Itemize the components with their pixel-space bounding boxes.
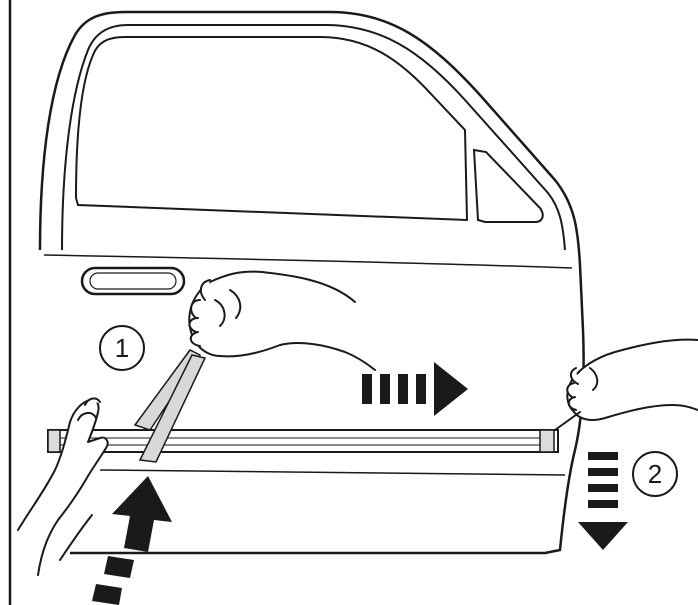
side-trim-strip [47,429,559,453]
door-handle-recess [89,272,177,290]
arrow-down-dashed [578,452,628,550]
arrow-right-dashed [362,362,468,416]
backing-tape [133,349,207,463]
vent-window [472,148,544,223]
hand-pressing-trim [17,397,109,576]
arrow-up-dashed [92,476,172,605]
window-glass [74,36,469,222]
step-2-marker: 2 [632,451,678,497]
step-1-marker: 1 [99,325,145,371]
window-frame [61,24,566,251]
hand-pulling-tape [188,270,376,371]
door-outline [38,10,585,555]
hand-holding-trim [554,338,698,431]
belt-line [43,254,573,269]
lower-panel-line [99,469,566,476]
step-2-label: 2 [648,459,662,489]
door-handle [80,266,186,296]
step-1-label: 1 [115,333,129,363]
